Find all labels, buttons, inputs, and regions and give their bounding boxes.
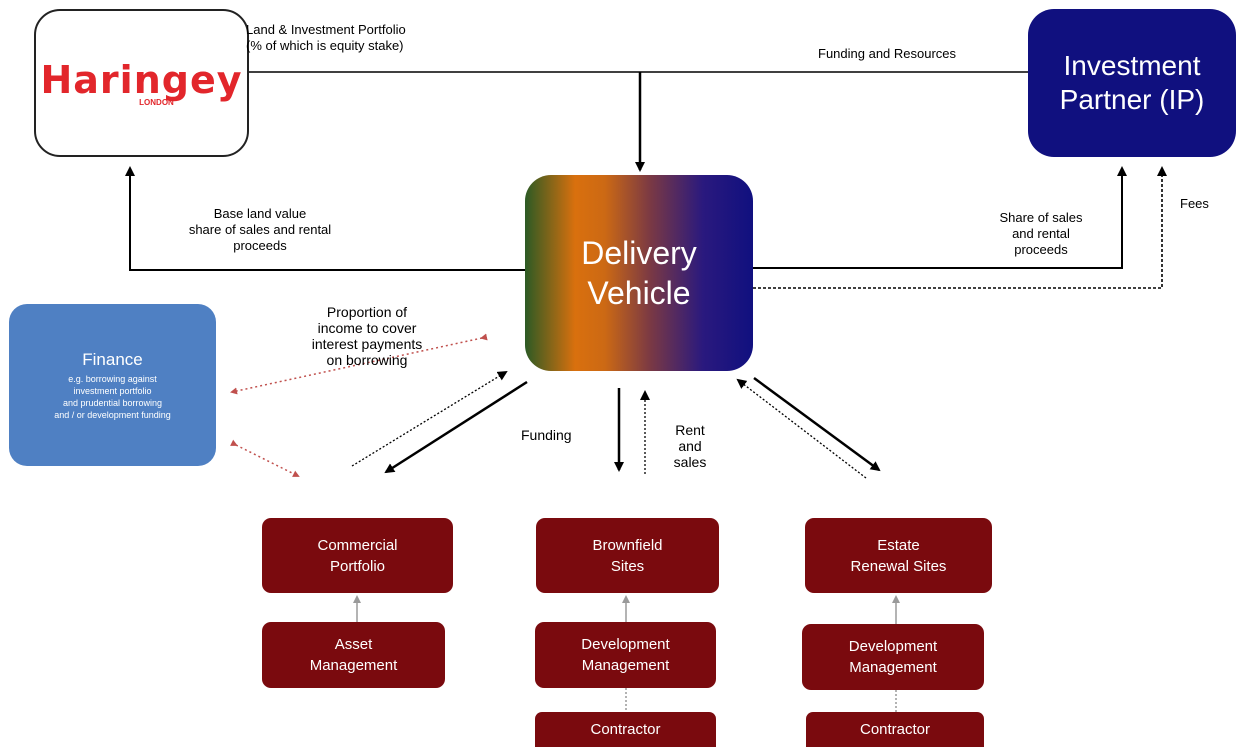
ip-label-line2: Partner (IP): [1059, 84, 1205, 115]
dev-mgmt-1-line1: Development: [581, 636, 670, 653]
arrow-to-estate: [753, 376, 881, 472]
base-land-value-label: Base land value share of sales and renta…: [122, 206, 398, 254]
haringey-logo-text: Haringey: [40, 57, 243, 102]
contractor-2-label: Contractor: [859, 721, 931, 738]
estate-line1: Estate: [877, 536, 920, 554]
estate-line2: Renewal Sites: [850, 557, 947, 575]
base-land-line1: Base land value: [213, 206, 307, 221]
rent-sales-line3: sales: [673, 454, 707, 470]
base-land-line2: share of sales and rental: [188, 222, 332, 237]
proportion-line1: Proportion of: [326, 304, 408, 320]
finance-desc-line1: e.g. borrowing against: [68, 374, 157, 384]
commercial-line2: Portfolio: [329, 557, 385, 575]
contractor-box-2: Contractor: [806, 712, 984, 747]
land-investment-line1: Land & Investment Portfolio: [246, 22, 406, 37]
haringey-logo-subtext: LONDON: [139, 97, 174, 107]
arrow-to-haringey: [125, 166, 525, 271]
finance-desc-line2: investment portfolio: [73, 386, 152, 396]
arrow-to-commercial: [384, 380, 528, 474]
funding-resources-label: Funding and Resources: [818, 46, 957, 61]
proportion-line4: on borrowing: [326, 352, 408, 368]
land-investment-label: Land & Investment Portfolio (% of which …: [246, 22, 406, 54]
proportion-line3: interest payments: [311, 336, 423, 352]
brownfield-line2: Sites: [610, 557, 645, 575]
brownfield-sites-box: Brownfield Sites: [536, 518, 719, 593]
dv-label-line2: Vehicle: [587, 275, 691, 311]
development-management-box-2: Development Management: [802, 624, 984, 690]
contractor-box-1: Contractor: [535, 712, 716, 747]
investment-partner-box: Investment Partner (IP): [1028, 9, 1236, 157]
proportion-income-label: Proportion of income to cover interest p…: [282, 304, 452, 368]
contractor-1-label: Contractor: [590, 721, 661, 738]
ip-label-line1: Investment: [1063, 50, 1201, 81]
arrow-from-commercial: [351, 370, 508, 467]
finance-desc-line4: and / or development funding: [54, 410, 171, 420]
share-sales-line1: Share of sales: [999, 210, 1083, 225]
dv-label-line1: Delivery: [581, 235, 697, 271]
dev-mgmt-1-line2: Management: [581, 657, 670, 674]
commercial-line1: Commercial: [317, 536, 398, 554]
finance-title: Finance: [82, 350, 143, 369]
haringey-logo-box: Haringey LONDON: [34, 9, 249, 157]
rent-sales-label: Rent and sales: [668, 422, 712, 470]
land-investment-line2: (% of which is equity stake): [246, 38, 404, 53]
asset-line2: Management: [309, 657, 398, 674]
dev-mgmt-2-line1: Development: [848, 638, 938, 655]
arrow-to-ip: [753, 166, 1127, 269]
delivery-vehicle-box: Delivery Vehicle: [525, 175, 753, 371]
rent-sales-line1: Rent: [675, 422, 705, 438]
finance-box: Finance e.g. borrowing against investmen…: [9, 304, 216, 466]
estate-renewal-sites-box: Estate Renewal Sites: [805, 518, 992, 593]
base-land-line3: proceeds: [233, 238, 287, 253]
fees-label: Fees: [1180, 196, 1209, 211]
dev-mgmt-2-line2: Management: [849, 659, 937, 676]
arrow-from-estate: [736, 378, 867, 479]
funding-label: Funding: [521, 427, 572, 443]
finance-dotted-arrow-2: [229, 439, 300, 477]
proportion-line2: income to cover: [317, 320, 417, 336]
share-sales-line3: proceeds: [1014, 242, 1068, 257]
rent-sales-line2: and: [678, 438, 702, 454]
asset-management-box: Asset Management: [262, 622, 445, 688]
asset-line1: Asset: [334, 636, 373, 653]
commercial-portfolio-box: Commercial Portfolio: [262, 518, 453, 593]
share-sales-line2: and rental: [1012, 226, 1070, 241]
brownfield-line1: Brownfield: [592, 536, 663, 554]
development-management-box-1: Development Management: [535, 622, 716, 688]
fees-arrow: [753, 166, 1167, 289]
finance-desc-line3: and prudential borrowing: [62, 398, 163, 408]
share-sales-ip-label: Share of sales and rental proceeds: [976, 210, 1106, 258]
